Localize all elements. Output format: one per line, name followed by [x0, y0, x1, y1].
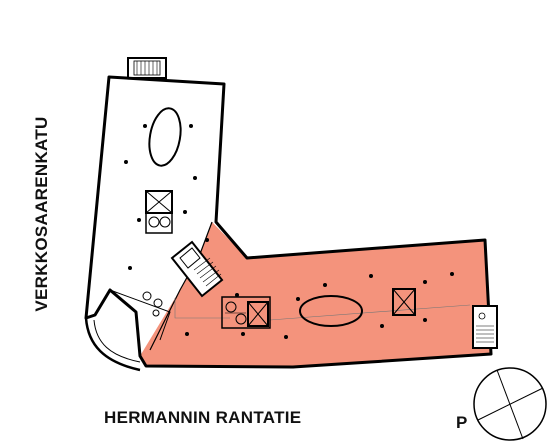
lower-oval — [299, 295, 363, 327]
columns — [124, 124, 477, 339]
street-label-hermannin-rantatie: HERMANNIN RANTATIE — [104, 408, 302, 427]
right-lift — [392, 288, 416, 316]
north-compass-icon — [473, 367, 547, 441]
upper-oval — [148, 107, 182, 167]
corner-lobby — [84, 288, 171, 372]
right-stair-tower — [472, 305, 498, 349]
street-label-verkkosaarenkatu: VERKKOSAARENKATU — [32, 116, 51, 312]
lower-core — [221, 296, 271, 329]
upper-core — [145, 190, 173, 234]
middle-stair — [170, 240, 224, 298]
highlighted-area — [140, 222, 490, 367]
compass-letter: P — [456, 413, 468, 432]
top-stair-tower — [127, 57, 167, 79]
